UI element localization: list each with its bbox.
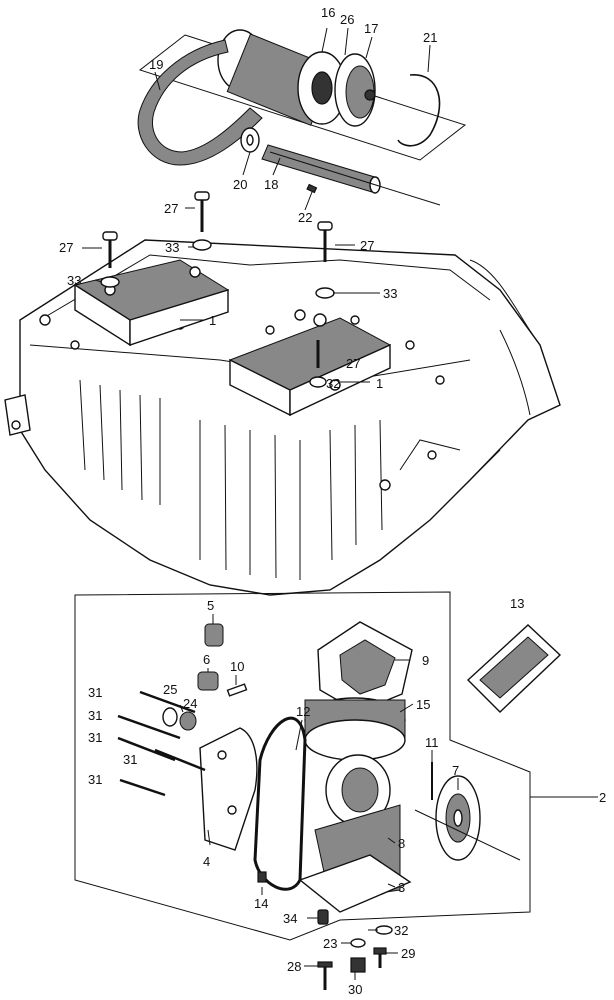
knock-pin	[306, 183, 318, 194]
drive-chain	[137, 39, 263, 166]
callout-1-b: 1	[376, 376, 383, 391]
callout-33-b: 33	[67, 273, 81, 288]
callout-32-a: 32	[326, 376, 340, 391]
callout-5: 5	[207, 598, 214, 613]
callout-23: 23	[323, 936, 337, 951]
callout-10: 10	[230, 659, 244, 674]
callout-8: 8	[398, 836, 405, 851]
callout-28: 28	[287, 959, 301, 974]
oil-pump-assembly	[74, 591, 598, 990]
strainer-screen	[466, 624, 562, 713]
drive-shaft	[261, 144, 381, 194]
callout-31-e: 31	[88, 772, 102, 787]
washers-33	[100, 239, 335, 388]
callout-9: 9	[422, 653, 429, 668]
top-drive-assembly	[137, 29, 467, 206]
callout-15: 15	[416, 697, 430, 712]
callout-25: 25	[163, 682, 177, 697]
callout-26: 26	[340, 12, 354, 27]
callout-32-b: 32	[394, 923, 408, 938]
callout-11: 11	[425, 735, 439, 750]
callout-6: 6	[203, 652, 210, 667]
callout-14: 14	[254, 896, 268, 911]
washer-24	[179, 711, 197, 731]
pump-drive-gear	[435, 775, 481, 861]
pump-base	[298, 854, 412, 913]
leader-lines	[82, 27, 459, 980]
rotor-housing	[304, 697, 406, 761]
pump-gasket	[317, 621, 413, 713]
screws-31	[117, 690, 206, 797]
callout-31-a: 31	[88, 685, 102, 700]
pump-cover	[199, 727, 258, 851]
pin-10	[226, 683, 248, 697]
callout-12: 12	[296, 704, 310, 719]
gear-5	[204, 623, 224, 647]
washer-25	[162, 707, 178, 727]
callout-27-c: 27	[360, 238, 374, 253]
callout-labels: 16 26 17 21 19 20 18 22 27 27 27 33 33 3…	[59, 5, 606, 997]
callout-33-c: 33	[383, 286, 397, 301]
bearing-cap-right	[228, 313, 392, 417]
group-outline	[74, 591, 531, 941]
crankcase-fins	[79, 379, 383, 580]
callout-30: 30	[348, 982, 362, 997]
callout-18: 18	[264, 177, 278, 192]
callout-3: 3	[398, 880, 405, 895]
callout-19: 19	[149, 57, 163, 72]
callout-31-d: 31	[123, 752, 137, 767]
sprocket-drum	[217, 29, 347, 126]
bolts-27	[102, 191, 333, 368]
bearing-cap-left	[73, 259, 230, 347]
drive-plate	[334, 53, 376, 127]
callout-34: 34	[283, 911, 297, 926]
callout-20: 20	[233, 177, 247, 192]
circlip	[397, 74, 441, 147]
callout-27-d: 27	[346, 356, 360, 371]
callout-27-a: 27	[164, 201, 178, 216]
callout-22: 22	[298, 210, 312, 225]
pin-14	[257, 871, 267, 883]
callout-29: 29	[401, 946, 415, 961]
callout-17: 17	[364, 21, 378, 36]
gear-6	[197, 671, 219, 691]
callout-24: 24	[183, 696, 197, 711]
callout-13: 13	[510, 596, 524, 611]
callout-31-b: 31	[88, 708, 102, 723]
callout-31-c: 31	[88, 730, 102, 745]
callout-16: 16	[321, 5, 335, 20]
callout-2: 2	[599, 790, 606, 805]
callout-27-b: 27	[59, 240, 73, 255]
callout-4: 4	[203, 854, 210, 869]
callout-33-a: 33	[165, 240, 179, 255]
callout-7: 7	[452, 763, 459, 778]
callout-1-a: 1	[209, 313, 216, 328]
callout-21: 21	[423, 30, 437, 45]
collar-34	[317, 909, 329, 925]
